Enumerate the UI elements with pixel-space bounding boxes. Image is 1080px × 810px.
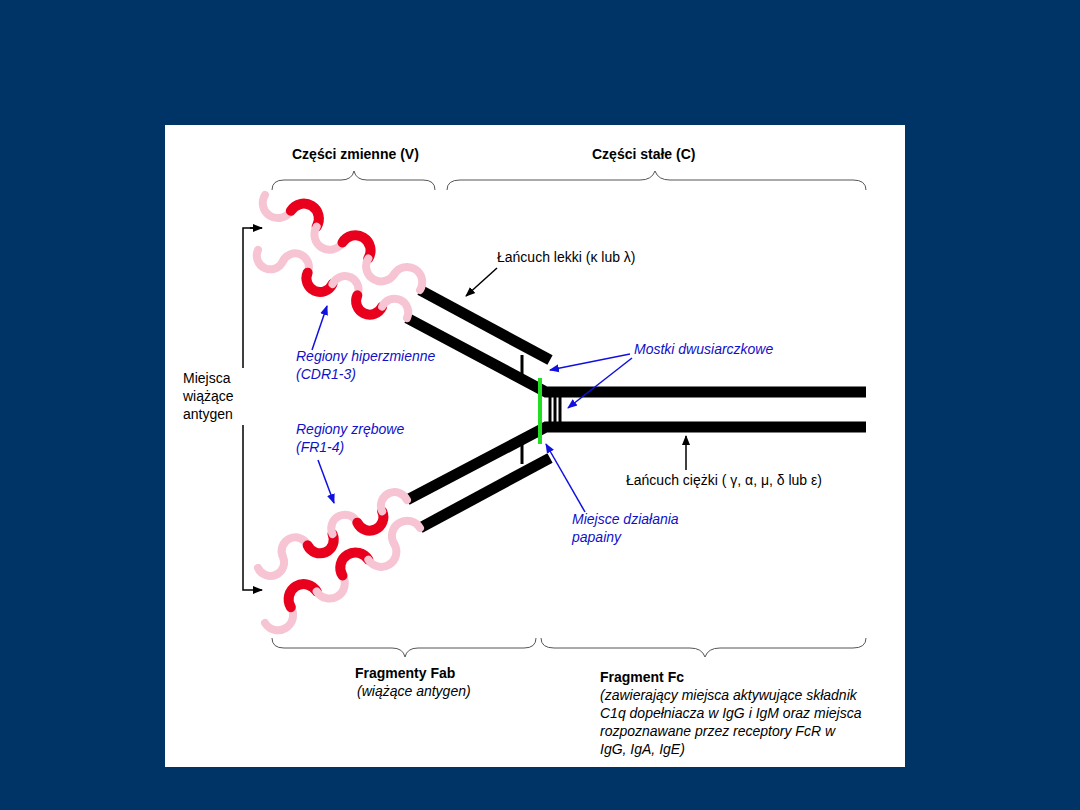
chain-label: Łańcuch lekki (κ lub λ) — [497, 248, 636, 266]
section-heading: Części stałe (C) — [592, 145, 695, 163]
framework-loop — [366, 258, 394, 281]
heavy-chain — [407, 318, 866, 392]
fragment-heading: Fragmenty Fab — [355, 664, 455, 682]
fragment-note: (wiążące antygen) — [357, 682, 471, 700]
bracket-line — [243, 425, 262, 590]
region-label: Regiony hiperzmienne (CDR1-3) — [296, 347, 458, 383]
leader-line — [466, 268, 497, 296]
leader-line — [568, 358, 632, 408]
cleavage-label: Miejsce działania papainy — [572, 510, 702, 546]
framework-loop — [394, 267, 422, 290]
chain-label: Łańcuch ciężki ( γ, α, μ, δ lub ε) — [626, 471, 822, 489]
brace — [272, 171, 435, 190]
framework-loop — [381, 492, 407, 511]
hypervariable-loop — [356, 295, 382, 314]
disulfide-bridge — [521, 443, 524, 464]
brace — [272, 638, 536, 657]
framework-loop — [257, 250, 283, 269]
framework-loop — [314, 227, 342, 250]
fragment-note: (zawierający miejsca aktywujące składnik… — [600, 686, 864, 758]
light-chain — [420, 290, 550, 360]
leader-line — [312, 306, 327, 350]
disulfide-bridge — [554, 397, 557, 422]
framework-loop — [382, 299, 408, 318]
hypervariable-loop — [306, 273, 332, 292]
section-heading: Części zmienne (V) — [292, 145, 419, 163]
bracket-line — [243, 228, 262, 368]
heavy-chain — [407, 427, 866, 500]
leader-line — [685, 436, 687, 470]
disulfide-bridge — [559, 397, 562, 422]
hypervariable-loop — [289, 584, 317, 607]
framework-loop — [392, 521, 420, 544]
leader-line — [318, 460, 334, 503]
disulfide-bridge — [549, 397, 552, 422]
papain-site — [538, 378, 542, 444]
site-label: Miejsca wiążące antygen — [181, 369, 247, 423]
leader-line — [550, 354, 630, 370]
disulfide-bridge — [521, 355, 524, 376]
framework-loop — [263, 195, 291, 218]
light-chain — [420, 458, 550, 528]
region-label: Regiony zrębowe (FR1-4) — [296, 420, 421, 456]
fragment-heading: Fragment Fc — [600, 668, 684, 686]
brace — [541, 638, 866, 657]
leader-line — [546, 444, 585, 512]
brace — [447, 171, 866, 190]
hypervariable-loop — [340, 552, 368, 575]
bridge-label: Mostki dwusiarczkowe — [634, 340, 773, 358]
arrow-head — [250, 227, 262, 229]
white-panel — [165, 125, 905, 767]
